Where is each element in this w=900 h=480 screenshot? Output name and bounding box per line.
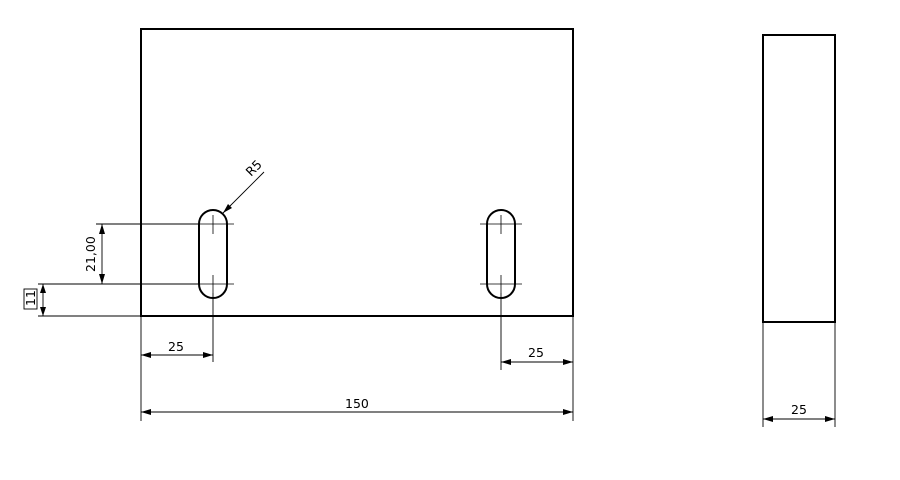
slot-center-marks [192, 215, 522, 293]
radius-dimension: R5 [222, 157, 265, 214]
overall-width-label: 150 [345, 396, 369, 411]
slot-length-dimension: 21,00 [83, 223, 198, 285]
right-offset-label: 25 [528, 345, 544, 360]
slot-offset-dimension: 11 [23, 283, 141, 317]
side-thickness-label: 25 [791, 402, 807, 417]
slot-offset-box [23, 288, 38, 310]
front-view [140, 28, 574, 317]
right-offset-dimension: 25 [500, 293, 574, 421]
slot-offset-label: 11 [23, 290, 38, 306]
slot-length-label: 21,00 [83, 236, 98, 272]
left-offset-label: 25 [168, 339, 184, 354]
side-thickness-dimension: 25 [762, 322, 836, 427]
dimensions: R5 21,00 11 25 [23, 157, 836, 427]
radius-label: R5 [243, 157, 265, 179]
side-view-outline [762, 34, 836, 323]
front-view-outline [140, 28, 574, 317]
left-offset-dimension: 25 [140, 293, 214, 421]
overall-width-dimension: 150 [141, 396, 573, 415]
